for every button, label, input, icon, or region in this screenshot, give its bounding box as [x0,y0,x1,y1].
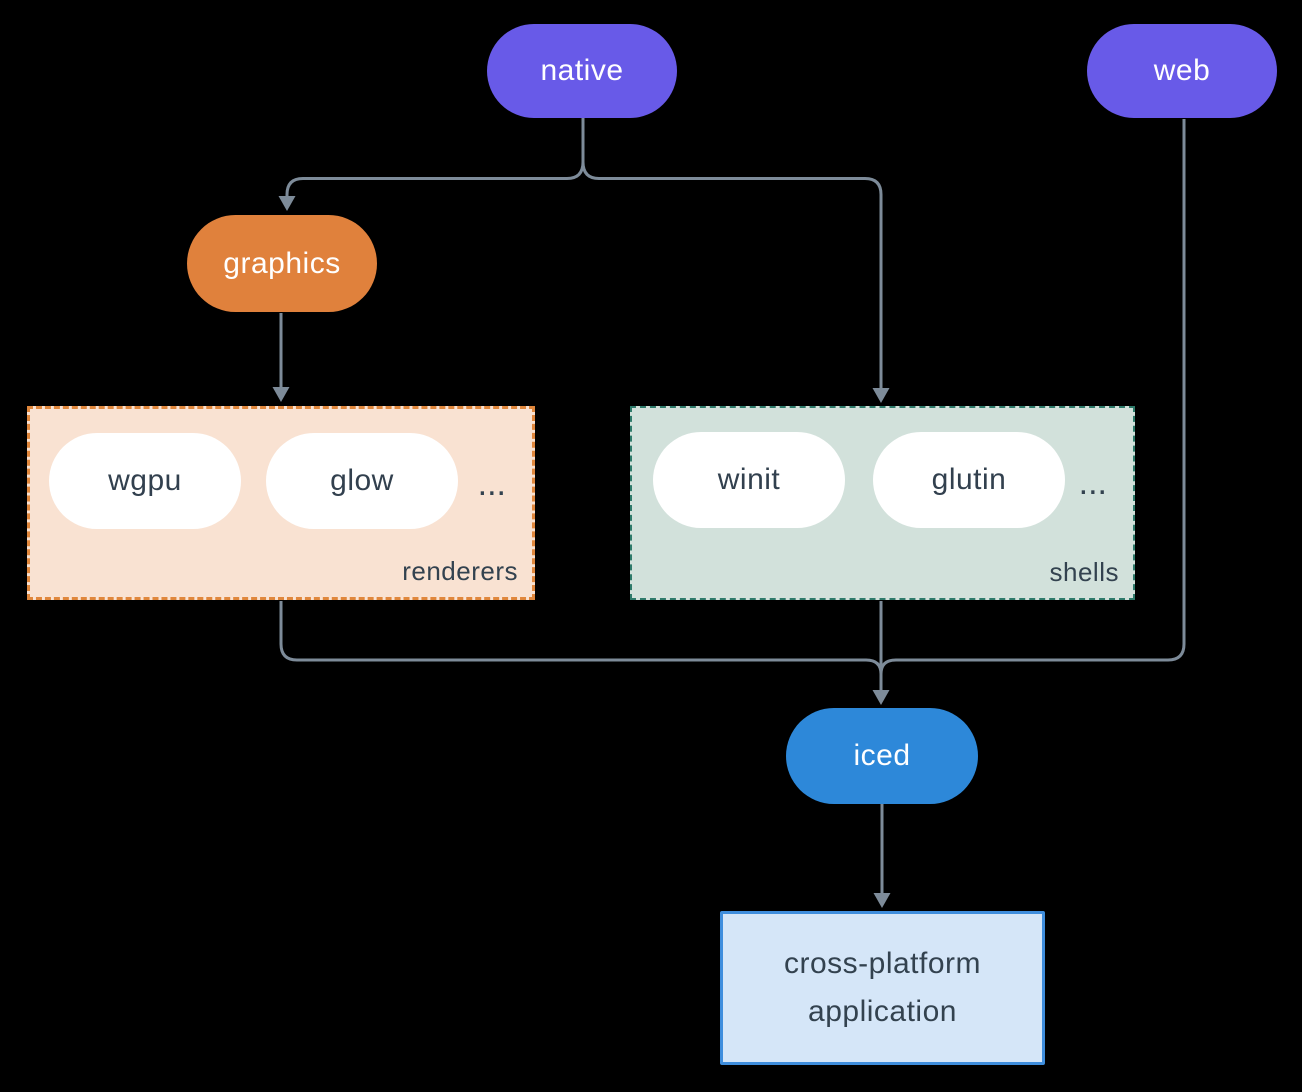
node-native-label: native [540,54,624,87]
arrowhead-graphics [278,196,296,211]
group-renderers: wgpu glow ... renderers [27,406,535,600]
node-web-label: web [1153,54,1211,87]
node-winit-label: winit [717,463,781,496]
node-iced-label: iced [853,739,911,772]
arrowhead-shells [872,388,890,403]
node-glow: glow [266,433,458,529]
group-shells: winit glutin ... shells [630,406,1135,600]
node-web: web [1087,24,1277,118]
node-glow-label: glow [330,464,394,497]
node-glutin: glutin [873,432,1065,528]
node-graphics: graphics [187,215,377,312]
edge-native-graphics [285,118,585,198]
application-label-line2: application [808,995,957,1028]
node-wgpu: wgpu [49,433,241,529]
node-wgpu-label: wgpu [108,464,182,497]
node-winit: winit [653,432,845,528]
renderers-group-label: renderers [402,556,518,586]
arrowhead-renderers [272,387,290,402]
node-native: native [487,24,677,118]
node-graphics-label: graphics [223,246,341,280]
edge-native-shells [581,118,883,390]
node-iced: iced [786,708,978,804]
application-label-line1: cross-platform [783,947,982,980]
renderers-ellipsis: ... [477,465,506,503]
edge-renderers-iced [279,601,883,675]
shells-group-label: shells [1049,557,1119,587]
shells-ellipsis: ... [1078,464,1107,502]
arrowhead-iced [872,690,890,705]
node-glutin-label: glutin [931,463,1007,496]
node-cross-platform-application: cross-platform application [720,911,1045,1065]
edge-web-iced [879,119,1186,675]
arrowhead-application [873,893,891,908]
